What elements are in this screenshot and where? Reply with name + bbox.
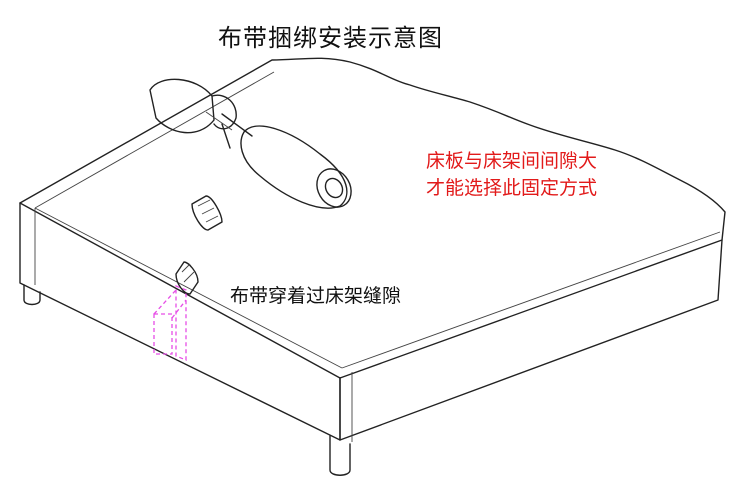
strap-path-link <box>153 289 187 319</box>
gap-requirement-line-1: 床板与床架间间隙大 <box>426 150 598 172</box>
bed-leg-left <box>23 284 41 306</box>
strap-through-gap-label: 布带穿着过床架缝隙 <box>230 285 402 307</box>
gap-requirement-note: 床板与床架间间隙大 才能选择此固定方式 <box>426 148 597 202</box>
gap-requirement-line-2: 才能选择此固定方式 <box>426 177 598 199</box>
bed-leg-front <box>329 435 351 476</box>
bed-board-top <box>19 57 726 379</box>
bed-frame-right-side <box>339 239 723 441</box>
strap-buckle <box>191 195 223 231</box>
strap-path-upper <box>175 285 187 361</box>
edge-buckle <box>175 261 199 295</box>
strap-path-outer <box>153 313 173 355</box>
bed-board-inner-edge <box>34 71 721 369</box>
diagram-title: 布带捆绑安装示意图 <box>218 24 443 52</box>
bed-frame-left-side <box>19 202 341 441</box>
rolled-cushion <box>149 78 352 209</box>
